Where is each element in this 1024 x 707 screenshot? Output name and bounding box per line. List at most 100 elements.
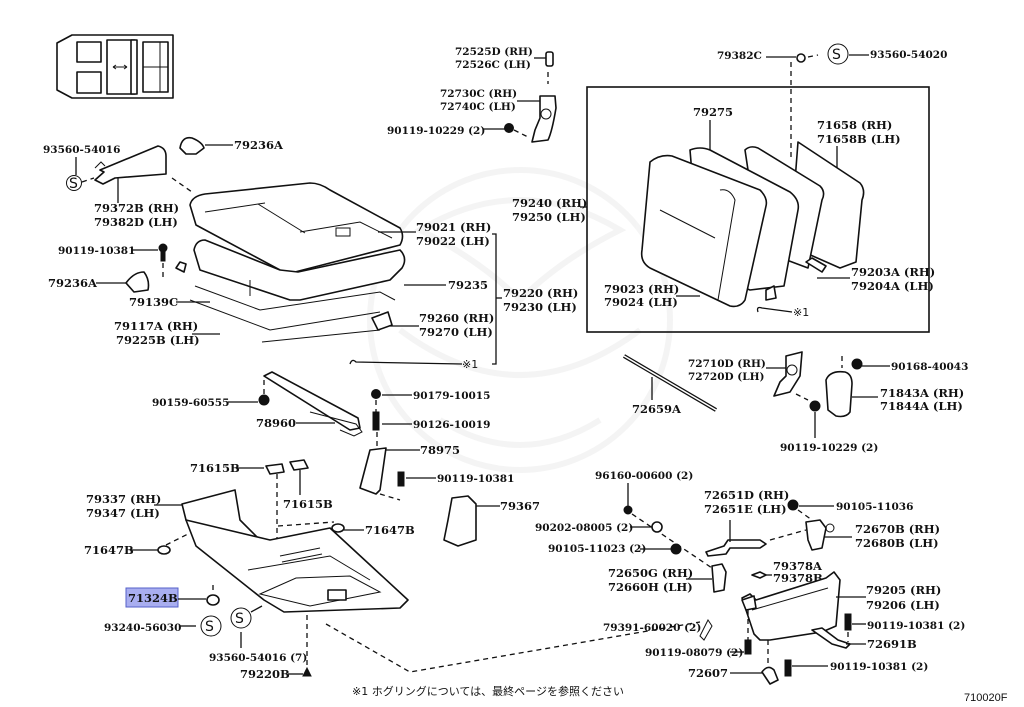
part-label-90119-08079[interactable]: 90119-08079 (2)	[645, 647, 743, 659]
part-label-72730C[interactable]: 72730C (RH)	[440, 88, 517, 100]
part-label-79240[interactable]: 79240 (RH)	[512, 196, 587, 210]
clip-part-79378A[interactable]	[751, 571, 767, 579]
part-label-71615B-a[interactable]: 71615B	[190, 461, 240, 475]
part-label-90119-10381-left[interactable]: 90119-10381	[58, 245, 135, 257]
part-label-93560-54016-7[interactable]: 93560-54016 (7)	[209, 652, 307, 664]
armrest-trim-part[interactable]	[94, 145, 167, 185]
cap-part-79236A[interactable]	[179, 136, 205, 155]
part-label-79220[interactable]: 79220 (RH)	[503, 286, 578, 300]
part-label-90119-10229-top[interactable]: 90119-10229 (2)	[387, 125, 485, 137]
part-label-79378B[interactable]: 79378B	[773, 571, 823, 585]
part-label-71615B-b[interactable]: 71615B	[283, 497, 333, 511]
part-label-90159-60555[interactable]: 90159-60555	[152, 397, 229, 409]
part-label-72650G[interactable]: 72650G (RH)	[608, 566, 693, 580]
part-label-93560-54016[interactable]: 93560-54016	[43, 144, 120, 156]
part-label-79270[interactable]: 79270 (LH)	[419, 325, 493, 339]
latch-part-72670B[interactable]	[805, 519, 827, 551]
part-label-72720D[interactable]: 72720D (LH)	[688, 371, 765, 383]
part-label-79021[interactable]: 79021 (RH)	[416, 220, 491, 234]
part-label-79023[interactable]: 79023 (RH)	[604, 282, 679, 296]
bracket-part-72710D[interactable]	[773, 351, 803, 397]
part-label-96160-00600[interactable]: 96160-00600 (2)	[595, 470, 693, 482]
bracket-part-72691B[interactable]	[811, 627, 851, 649]
bracket-part-78975[interactable]	[359, 447, 387, 495]
grommet-part-71647B-left[interactable]	[157, 545, 171, 555]
part-label-72607[interactable]: 72607	[688, 666, 728, 680]
part-label-79205[interactable]: 79205 (RH)	[866, 583, 941, 597]
part-label-93240-56030[interactable]: 93240-56030	[104, 622, 181, 634]
part-label-72680B[interactable]: 72680B (LH)	[855, 536, 939, 550]
seat-track-rail-78960[interactable]	[263, 371, 363, 437]
rod-part-72651D[interactable]	[705, 539, 767, 557]
part-label-72526C[interactable]: 72526C (LH)	[455, 59, 531, 71]
part-label-72710D[interactable]: 72710D (RH)	[688, 358, 766, 370]
part-label-90179-10015[interactable]: 90179-10015	[413, 390, 490, 402]
cap-part-79236A-left[interactable]	[125, 271, 150, 293]
part-label-79139C[interactable]: 79139C	[129, 295, 178, 309]
part-label-79236A-top[interactable]: 79236A	[234, 138, 284, 152]
part-label-90119-10381-r2[interactable]: 90119-10381 (2)	[830, 661, 928, 673]
part-label-79225B[interactable]: 79225B (LH)	[116, 333, 200, 347]
side-panel-79205[interactable]	[741, 571, 841, 641]
part-label-90105-11036[interactable]: 90105-11036	[836, 501, 913, 513]
part-label-90168-40043[interactable]: 90168-40043	[891, 361, 968, 373]
part-label-72691B[interactable]: 72691B	[867, 637, 917, 651]
part-label-90119-10229-right[interactable]: 90119-10229 (2)	[780, 442, 878, 454]
part-label-79203A[interactable]: 79203A (RH)	[851, 265, 935, 279]
part-label-72659A[interactable]: 72659A	[632, 402, 682, 416]
cover-part-79367[interactable]	[443, 495, 477, 547]
part-label-78975[interactable]: 78975	[420, 443, 460, 457]
part-label-72651E[interactable]: 72651E (LH)	[704, 502, 787, 516]
stopper-part-72607[interactable]	[761, 666, 779, 685]
part-label-79382D[interactable]: 79382D (LH)	[94, 215, 178, 229]
clip-part-79382C[interactable]	[796, 53, 806, 63]
part-label-79117A[interactable]: 79117A (RH)	[114, 319, 198, 333]
part-label-93560-54020[interactable]: 93560-54020	[870, 49, 947, 61]
clip-part-79220B[interactable]	[302, 666, 312, 677]
cover-part-71843A[interactable]	[825, 370, 853, 418]
part-label-71658B[interactable]: 71658B (LH)	[817, 132, 901, 146]
part-label-79372B[interactable]: 79372B (RH)	[94, 201, 179, 215]
part-label-78960[interactable]: 78960	[256, 416, 296, 430]
grommet-part-71647B-right[interactable]	[331, 523, 345, 533]
knob-part-72525D[interactable]	[545, 51, 554, 67]
seat-cushion-assembly[interactable]	[175, 182, 406, 343]
part-label-79347[interactable]: 79347 (LH)	[86, 506, 160, 520]
part-label-71658[interactable]: 71658 (RH)	[817, 118, 892, 132]
part-label-90126-10019[interactable]: 90126-10019	[413, 419, 490, 431]
part-label-79250[interactable]: 79250 (LH)	[512, 210, 586, 224]
clip-part-71615B-a[interactable]	[265, 463, 285, 475]
part-label-79367[interactable]: 79367	[500, 499, 540, 513]
part-label-72740C[interactable]: 72740C (LH)	[440, 101, 516, 113]
part-label-79024[interactable]: 79024 (LH)	[604, 295, 678, 309]
part-label-79275[interactable]: 79275	[693, 105, 733, 119]
nut-part-71324B[interactable]	[206, 594, 220, 606]
part-label-79206[interactable]: 79206 (LH)	[866, 598, 940, 612]
part-label-72525D[interactable]: 72525D (RH)	[455, 46, 533, 58]
part-label-79022[interactable]: 79022 (LH)	[416, 234, 490, 248]
part-label-71844A[interactable]: 71844A (LH)	[880, 399, 963, 413]
under-tray-assembly[interactable]	[181, 489, 409, 613]
part-label-72651D[interactable]: 72651D (RH)	[704, 488, 789, 502]
part-label-90119-10381-r1[interactable]: 90119-10381 (2)	[867, 620, 965, 632]
part-label-79378A[interactable]: 79378A	[773, 559, 823, 573]
part-label-71647B-left[interactable]: 71647B	[84, 543, 134, 557]
part-label-79337[interactable]: 79337 (RH)	[86, 492, 161, 506]
seatback-assembly[interactable]	[640, 141, 865, 308]
clip-part-79391-60020[interactable]	[699, 619, 713, 641]
part-label-79382C[interactable]: 79382C	[717, 50, 762, 62]
part-label-71843A[interactable]: 71843A (RH)	[880, 386, 964, 400]
part-label-90105-11023[interactable]: 90105-11023 (2)	[548, 543, 646, 555]
part-label-79220B[interactable]: 79220B	[240, 667, 290, 681]
part-label-79235[interactable]: 79235	[448, 278, 488, 292]
part-label-90119-10381-mid[interactable]: 90119-10381	[437, 473, 514, 485]
clip-part-71615B-b[interactable]	[289, 459, 309, 471]
part-label-72670B[interactable]: 72670B (RH)	[855, 522, 940, 536]
part-label-79260[interactable]: 79260 (RH)	[419, 311, 494, 325]
part-label-79204A[interactable]: 79204A (LH)	[851, 279, 934, 293]
part-label-79230[interactable]: 79230 (LH)	[503, 300, 577, 314]
part-label-71324B[interactable]: 71324B	[128, 591, 178, 605]
bracket-part-72650G[interactable]	[711, 563, 727, 593]
part-label-72660H[interactable]: 72660H (LH)	[608, 580, 693, 594]
part-label-90202-08005[interactable]: 90202-08005 (2)	[535, 522, 633, 534]
